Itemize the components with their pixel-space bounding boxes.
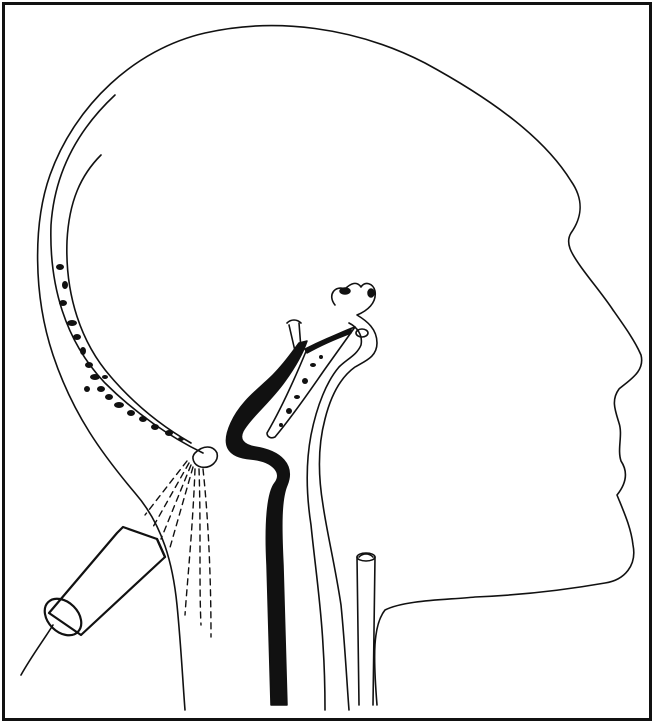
pharynx-top-right xyxy=(368,289,374,297)
pharynx-airway-inner xyxy=(307,323,361,710)
skull-marrow-dots xyxy=(56,264,184,441)
head-neck-illustration xyxy=(5,5,649,718)
ultrasound-transducer xyxy=(38,527,165,642)
ring-marker xyxy=(356,329,368,337)
pharynx-top-left xyxy=(340,288,350,294)
trachea-tube xyxy=(357,557,375,705)
skull-inner xyxy=(67,155,191,443)
pharynx-airway xyxy=(320,283,378,710)
head-outline xyxy=(38,26,642,710)
skull-outer xyxy=(51,95,203,453)
trachea-opening-rim xyxy=(359,554,373,557)
transducer-cable xyxy=(21,625,53,675)
